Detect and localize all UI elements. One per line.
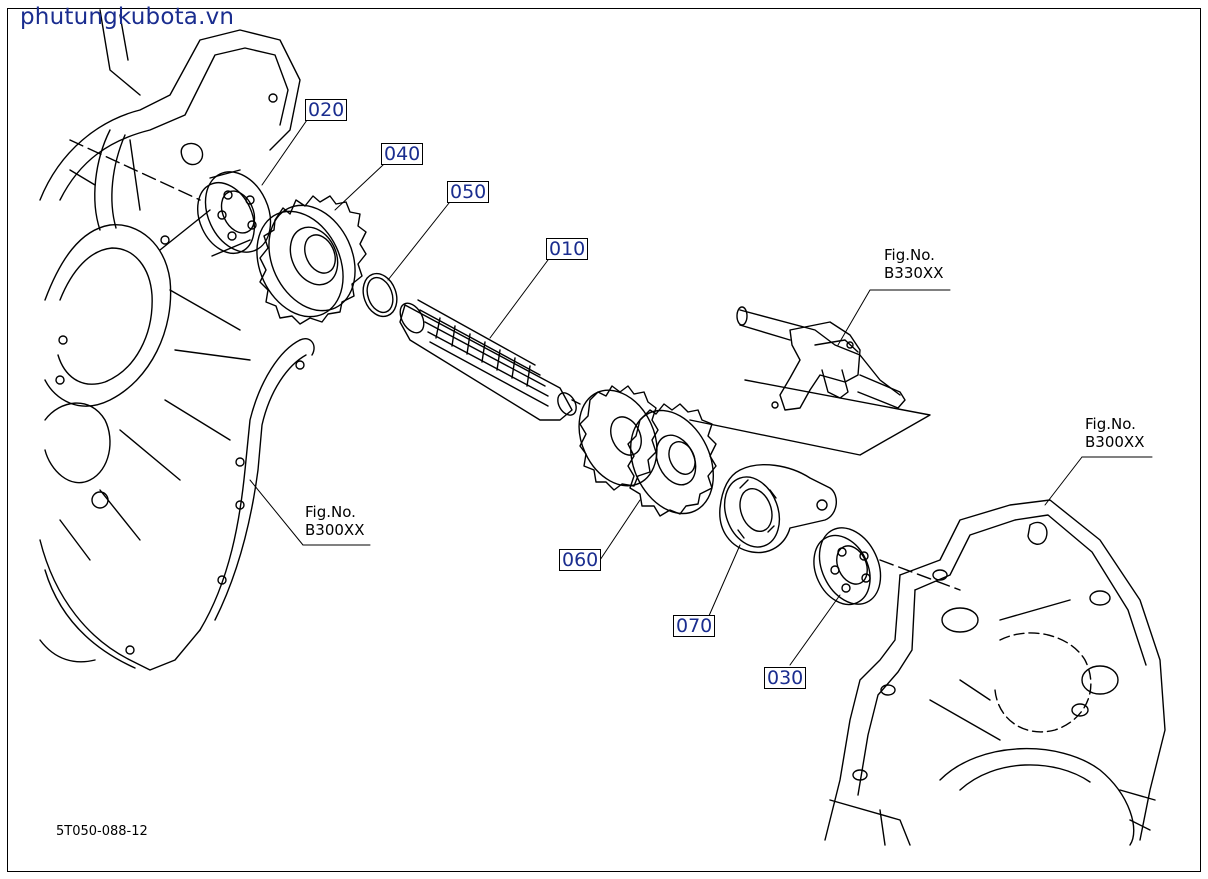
- bearing-020-shape: [197, 169, 272, 257]
- leader-lines: [249, 119, 1153, 666]
- shift-fork-shape: [689, 306, 931, 456]
- callout-060[interactable]: 060: [559, 549, 602, 571]
- fig-ref-left-housing[interactable]: Fig.No. B300XX: [305, 503, 364, 539]
- callout-040[interactable]: 040: [381, 143, 424, 165]
- plate-070-shape: [719, 464, 837, 554]
- left-housing: [39, 9, 315, 671]
- fig-ref-value: B330XX: [884, 264, 944, 282]
- callout-010[interactable]: 010: [546, 238, 589, 260]
- watermark: phutungkubota.vn: [20, 4, 235, 30]
- gear-060-shape: [578, 385, 717, 517]
- bearing-030-shape: [813, 527, 882, 606]
- gear-040-shape: [256, 195, 367, 325]
- fig-ref-label: Fig.No.: [305, 503, 356, 521]
- callout-070[interactable]: 070: [673, 615, 716, 637]
- callout-050[interactable]: 050: [447, 181, 490, 203]
- drawing-number: 5T050-088-12: [56, 824, 148, 839]
- fig-ref-right-housing[interactable]: Fig.No. B300XX: [1085, 415, 1144, 451]
- right-housing: [824, 499, 1166, 846]
- diagram-frame: [7, 8, 1201, 872]
- circlip-050-shape: [362, 272, 398, 318]
- fig-ref-value: B300XX: [305, 521, 365, 539]
- callout-030[interactable]: 030: [764, 667, 807, 689]
- fig-ref-label: Fig.No.: [1085, 415, 1136, 433]
- shaft-010-shape: [399, 299, 581, 421]
- fig-ref-fork[interactable]: Fig.No. B330XX: [884, 246, 943, 282]
- callout-020[interactable]: 020: [305, 99, 348, 121]
- fig-ref-value: B300XX: [1085, 433, 1145, 451]
- fig-ref-label: Fig.No.: [884, 246, 935, 264]
- shaft-axis-line: [69, 139, 961, 591]
